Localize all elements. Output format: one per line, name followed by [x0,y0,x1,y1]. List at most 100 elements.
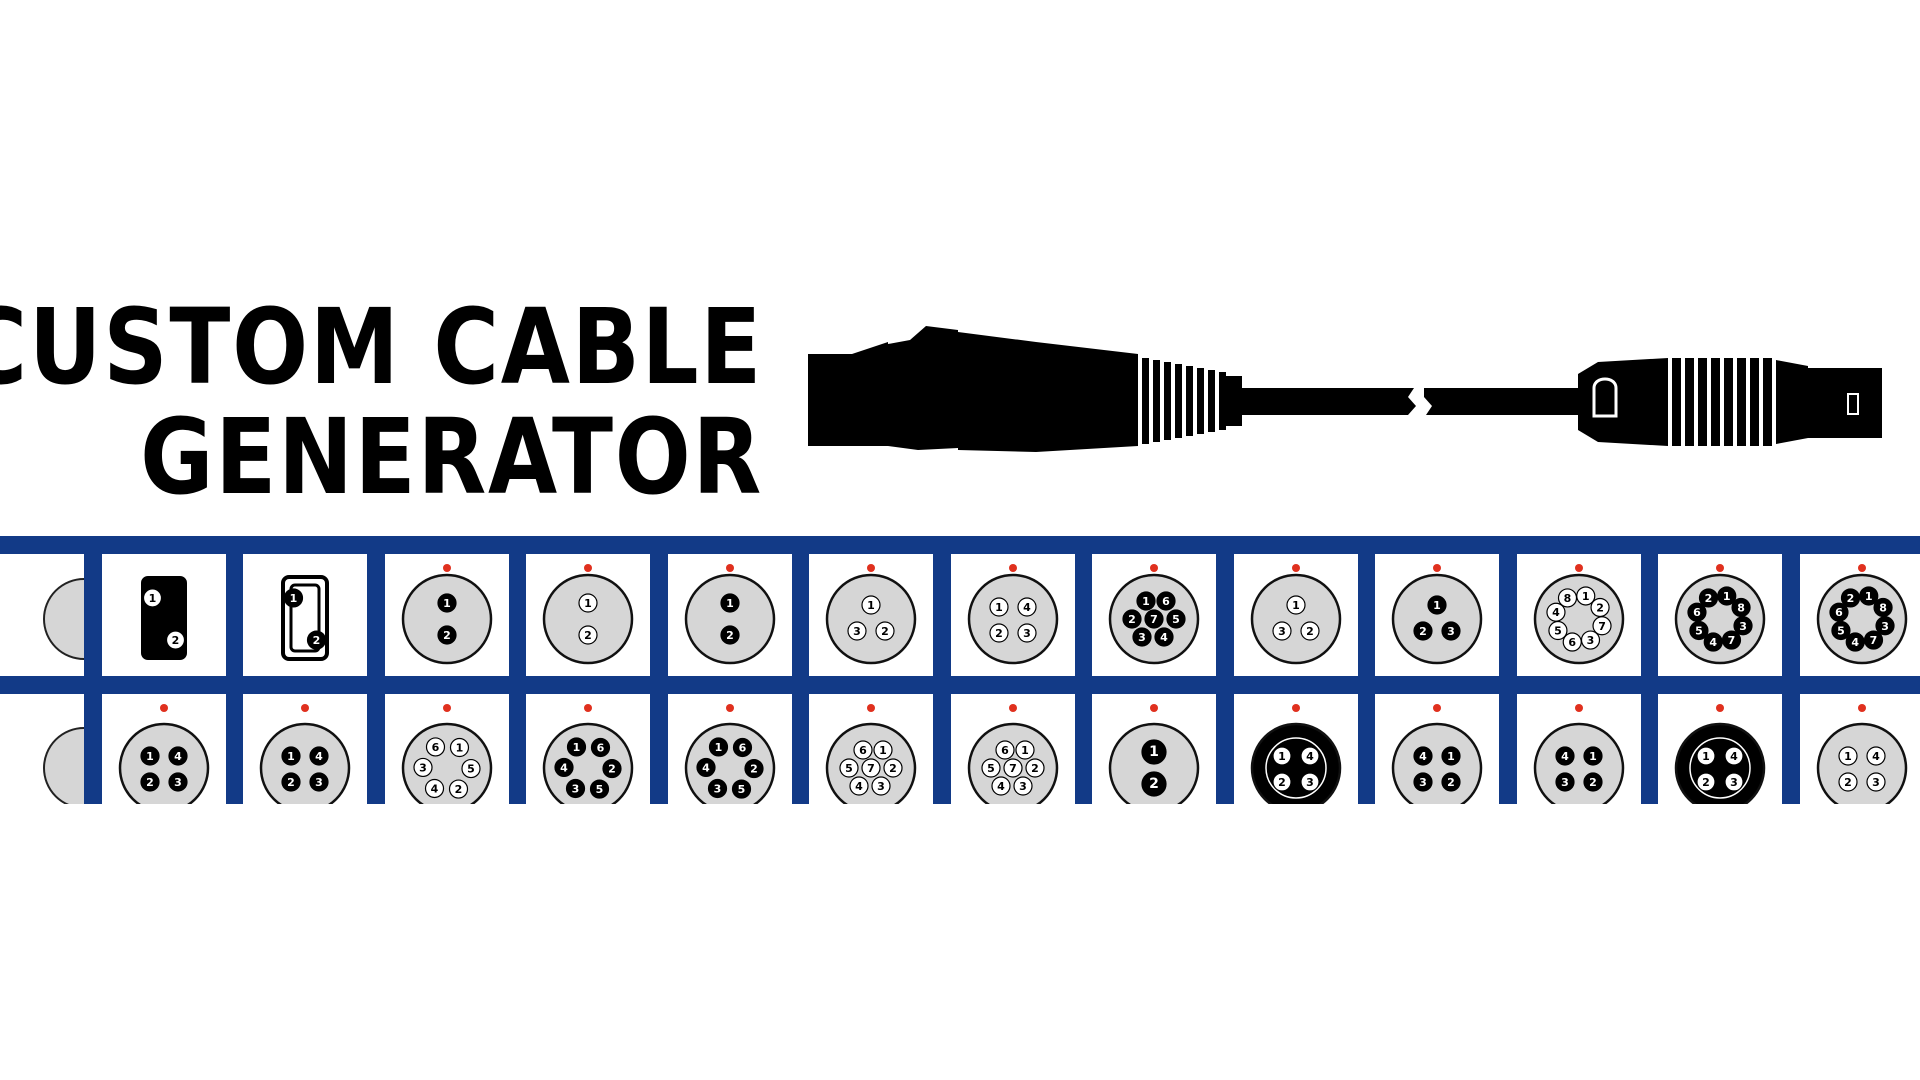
pin-label: 1 [1864,590,1872,603]
pin-label: 4 [1561,750,1569,763]
pin-label: 3 [1419,776,1427,789]
pin-marker: 8 [1872,597,1893,618]
pin-label: 2 [454,783,462,796]
pin-label: 2 [750,763,758,776]
pin-label: 2 [1844,776,1852,789]
connector-tile[interactable] [0,554,84,676]
pin-marker: 3 [1580,630,1600,650]
pin-marker: 1 [1717,586,1737,606]
pin-marker: 2 [875,621,895,641]
pin-marker: 3 [1441,621,1461,641]
pin-label: 1 [1723,590,1731,603]
pin-marker: 3 [871,776,891,796]
pin-label: 6 [1568,636,1576,649]
pin-marker: 7 [1591,616,1612,636]
pin-marker: 2 [1441,772,1461,792]
pin-marker: 3 [309,772,329,792]
pin-label: 8 [1563,592,1571,605]
pin-label: 4 [1419,750,1427,763]
pin-label: 7 [1728,634,1736,647]
pin-marker: 1 [436,593,457,613]
connector-pinout-icon: 12 [401,564,492,665]
connector-tile[interactable] [0,694,84,804]
pin-marker: 4 [167,746,188,766]
pin-label: 1 [584,597,592,610]
pin-marker: 4 [1545,602,1566,622]
pin-label: 5 [1172,613,1180,626]
connector-pinout-icon: 12 [140,576,187,660]
pin-label: 8 [1737,601,1745,614]
pin-marker: 3 [1132,627,1152,647]
pin-label: 5 [1695,625,1703,638]
connector-tile[interactable]: 4 1 3 2 [1375,694,1499,804]
pin-marker: 2 [1024,758,1045,778]
pin-label: 2 [1149,776,1159,792]
pin-marker: 3 [167,772,188,792]
pin-marker: 2 [448,779,468,799]
pin-label: 6 [1693,606,1701,619]
pin-label: 4 [1851,636,1859,649]
pin-label: 4 [560,761,568,774]
pin-label: 3 [1023,627,1031,640]
pin-label: 2 [443,629,451,642]
pin-label: 1 [148,592,156,605]
pin-marker: 2 [1696,772,1716,792]
pin-label: 5 [987,762,995,775]
pin-marker: 6 [425,737,445,757]
pin-label: 7 [1009,762,1017,775]
pin-marker: 1 [1441,746,1461,766]
page-title: CUSTOM CABLE GENERATOR [0,292,763,512]
pin-label: 2 [171,634,179,647]
pin-label: 4 [702,761,710,774]
pin-label: 4 [430,782,438,795]
pin-label: 6 [1162,595,1170,608]
pin-label: 4 [1709,636,1717,649]
pin-label: 1 [1844,750,1852,763]
connector-pinout-icon: 12 [281,575,329,661]
pin-marker: 2 [436,625,457,645]
pin-marker: 2 [988,623,1009,643]
pin-label: 5 [467,763,475,776]
pin-label: 6 [597,742,605,755]
pin-marker: 4 [1724,746,1744,766]
pin-marker: 3 [565,778,586,799]
pin-label: 1 [290,592,298,605]
pin-marker: 6 [732,737,752,758]
pin-label: 5 [845,762,853,775]
pin-marker: 1 [142,588,162,608]
pin-marker: 4 [1865,746,1886,766]
pin-marker: 4 [1016,597,1037,617]
